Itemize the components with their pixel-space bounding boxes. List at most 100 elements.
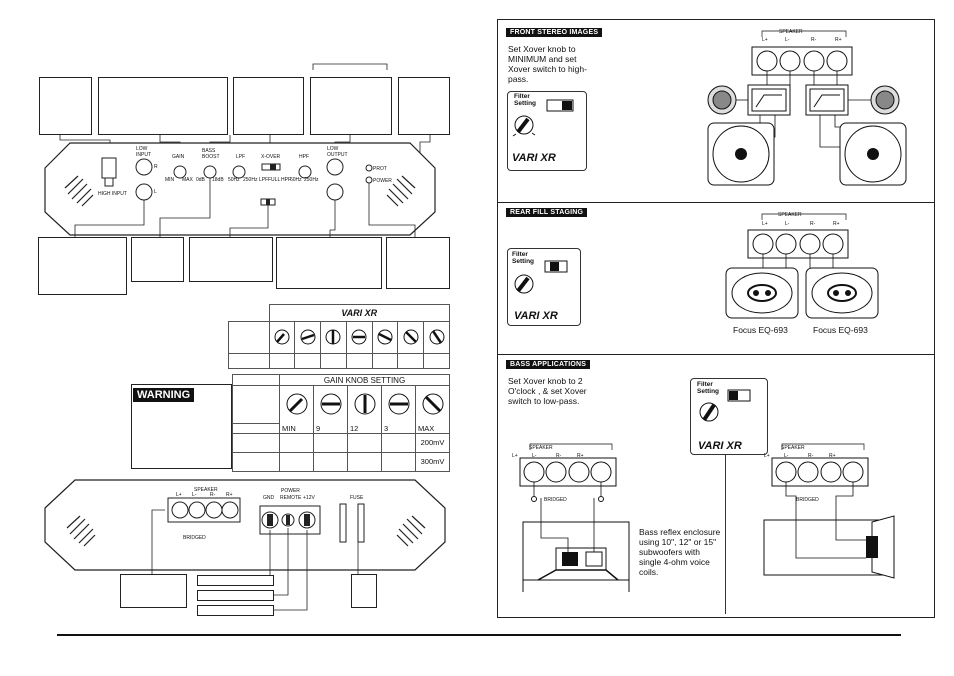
- callout-box-hpf: [310, 77, 392, 135]
- label-gain-min: MIN: [165, 177, 175, 183]
- label-xover-lpf: LPF: [259, 177, 269, 183]
- bass-left-bridged: BRIDGED: [544, 497, 567, 503]
- gain-pos-9: 9: [313, 423, 348, 434]
- rear-filter-card: [507, 248, 581, 326]
- bass-bridged-wiring-right: [763, 443, 895, 579]
- callout-box-bass-boost: [131, 237, 184, 282]
- front-term-rplus: R+: [835, 37, 842, 43]
- knob-3-icon: [325, 329, 341, 344]
- bottom-bridged: BRIDGED: [183, 535, 206, 541]
- bass-enclosure-note: Bass reflex enclosure using 10", 12" or …: [639, 527, 721, 577]
- bass-left-term-rminus: R-: [556, 453, 562, 459]
- front-stereo-instruction: Set Xover knob to MINIMUM and set Xover …: [508, 44, 587, 84]
- label-bass-18: 18dB: [212, 177, 224, 183]
- bass-apps-header: BASS APPLICATIONS: [506, 360, 591, 369]
- varixr-knob-table: VARI XR: [228, 304, 450, 369]
- bass-right-term-rminus: R-: [808, 453, 814, 459]
- bass-divider: [725, 454, 726, 614]
- warning-title: WARNING: [133, 388, 195, 402]
- label-lpf-50: 50Hz: [228, 177, 240, 183]
- varixr-logo-cell: VARI XR: [268, 304, 450, 322]
- bass-left-term-lplus: L+: [512, 453, 518, 459]
- callout-box-gain: [98, 77, 228, 135]
- label-r: R: [154, 164, 158, 170]
- varixr-logo: VARI XR: [341, 308, 378, 318]
- varixr-knob-3-cell: [320, 321, 347, 354]
- bass-filter-graphic: [699, 389, 751, 422]
- warning-box: WARNING: [131, 384, 232, 469]
- label-power: POWER: [373, 178, 392, 184]
- gain-pos-max: MAX: [415, 423, 450, 434]
- varixr-knob-2-cell: [294, 321, 322, 354]
- label-low-output: LOW OUTPUT: [327, 146, 348, 158]
- bottom-power-remote: REMOTE: [280, 495, 302, 501]
- gain-min-knob-icon: [286, 393, 307, 415]
- label-low-input: LOW INPUT: [136, 146, 151, 158]
- callout-box-inputs: [38, 237, 127, 295]
- rear-term-rplus: R+: [833, 221, 840, 227]
- front-term-lplus: L+: [762, 37, 768, 43]
- callout-box-switch: [189, 237, 273, 282]
- gain-value-2: 300mV: [415, 451, 450, 472]
- varixr-knob-1-cell: [268, 321, 296, 354]
- bottom-power-12v: +12V: [303, 495, 315, 501]
- bottom-power-gnd: GND: [263, 495, 275, 501]
- callout-box-xover: [233, 77, 304, 135]
- gain-pos-3: 3: [381, 423, 416, 434]
- front-stereo-header: FRONT STEREO IMAGES: [506, 28, 603, 37]
- label-bass-boost: BASS BOOST: [202, 148, 220, 160]
- front-filter-graphic: [512, 99, 574, 137]
- page-footer-rule: [57, 634, 901, 636]
- front-varixr-logo: VARI XR: [512, 152, 556, 164]
- bottom-term-rplus: R+: [226, 492, 233, 498]
- front-term-rminus: R-: [811, 37, 817, 43]
- bottom-speaker-label: SPEAKER: [194, 487, 218, 493]
- label-lpf-250: 250Hz: [243, 177, 258, 183]
- bass-varixr-logo: VARI XR: [698, 440, 742, 452]
- callout-box-12v: [197, 605, 274, 616]
- bottom-power-label: POWER: [281, 488, 300, 494]
- callout-box-speaker: [120, 574, 187, 608]
- gain-table-corner: [232, 374, 280, 386]
- bass-right-term-rplus: R+: [829, 453, 836, 459]
- label-high-input: HIGH INPUT: [98, 191, 127, 197]
- knob-7-icon: [429, 329, 445, 344]
- label-hpf: HPF: [299, 154, 309, 160]
- callout-box-leds: [386, 237, 450, 289]
- gain-max-knob-icon: [422, 393, 443, 415]
- bass-right-term-lplus: L+: [764, 453, 770, 459]
- label-lpf: LPF: [236, 154, 246, 160]
- bass-right-bridged: BRIDGED: [796, 497, 819, 503]
- label-prot: PROT: [373, 166, 387, 172]
- varixr-knob-6-cell: [397, 321, 425, 354]
- knob-6-icon: [403, 329, 419, 344]
- gain-3-knob-icon: [388, 393, 409, 415]
- knob-4-icon: [351, 329, 367, 344]
- bass-filter-label: Filter Setting: [697, 381, 720, 395]
- callout-box-gnd: [197, 575, 274, 586]
- gain-value-1: 200mV: [415, 432, 450, 453]
- label-l: L: [154, 189, 157, 195]
- front-filter-label: Filter Setting: [514, 93, 537, 107]
- amplifier-terminal-panel: [44, 479, 446, 611]
- varixr-knob-7-cell: [423, 321, 450, 354]
- front-stereo-wiring-diagram: [707, 30, 907, 186]
- gain-12-knob-icon: [354, 393, 375, 415]
- bass-left-speaker-label: SPEAKER: [529, 445, 553, 451]
- label-xover-hpf: HPF: [281, 177, 291, 183]
- label-gain-max: MAX: [182, 177, 193, 183]
- bass-left-term-rplus: R+: [577, 453, 584, 459]
- gain-pos-12: 12: [347, 423, 382, 434]
- varixr-empty-cell: [228, 353, 270, 369]
- callout-box-low-input: [39, 77, 92, 135]
- label-xover: X-OVER: [261, 154, 281, 160]
- gain-pos-min: MIN: [279, 423, 314, 434]
- rear-term-lplus: L+: [762, 221, 768, 227]
- front-speaker-label: SPEAKER: [779, 29, 803, 35]
- bottom-term-rminus: R-: [210, 492, 216, 498]
- gain-table-header: GAIN KNOB SETTING: [279, 374, 450, 386]
- front-filter-card: [507, 91, 587, 171]
- label-xover-full: FULL: [268, 177, 281, 183]
- bass-left-term-lminus: L-: [532, 453, 537, 459]
- rear-filter-label: Filter Setting: [512, 251, 535, 265]
